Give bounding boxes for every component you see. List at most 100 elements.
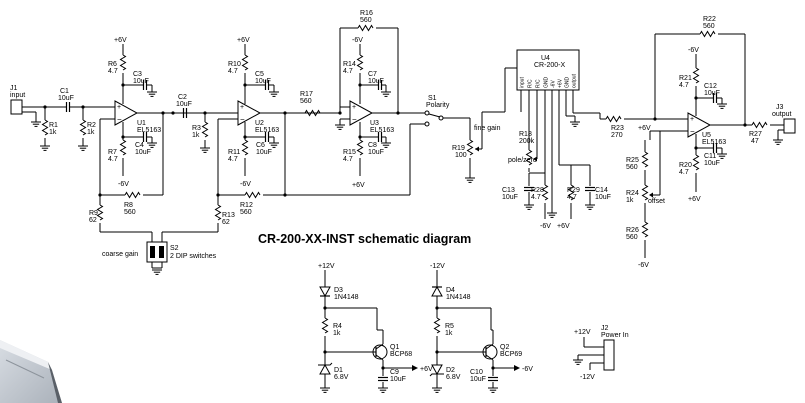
svg-text:R4: R4 [333, 323, 342, 330]
svg-text:-6V: -6V [638, 262, 649, 269]
svg-text:R29: R29 [567, 187, 580, 194]
svg-text:10uF: 10uF [255, 78, 271, 85]
svg-text:fine gain: fine gain [474, 125, 501, 132]
j1-label: input [10, 92, 25, 99]
r9-resistor: R9 62 [89, 195, 153, 242]
svg-text:1N4148: 1N4148 [334, 294, 359, 301]
r17-resistor: R17 560 [300, 91, 321, 116]
product-photo-fragment [0, 300, 70, 403]
svg-text:+6V: +6V [114, 37, 127, 44]
svg-text:EL5163: EL5163 [370, 127, 394, 134]
svg-text:R1: R1 [49, 122, 58, 129]
u4-pin-label: output [572, 73, 578, 88]
svg-text:R2: R2 [87, 122, 96, 129]
svg-text:Power In: Power In [601, 332, 629, 339]
svg-text:100: 100 [455, 152, 467, 159]
r18-pole-zero-pot: R18 200k pole/zero [508, 130, 538, 172]
svg-text:U5: U5 [702, 132, 711, 139]
svg-text:10uF: 10uF [595, 194, 611, 201]
diagram-title: CR-200-XX-INST schematic diagram [258, 232, 471, 246]
svg-text:270: 270 [611, 132, 623, 139]
svg-text:R22: R22 [703, 16, 716, 23]
svg-text:output: output [772, 111, 792, 118]
svg-text:4.7: 4.7 [567, 194, 577, 201]
svg-text:R28: R28 [531, 187, 544, 194]
svg-text:-6V: -6V [352, 37, 363, 44]
svg-text:10uF: 10uF [135, 149, 151, 156]
svg-text:560: 560 [626, 234, 638, 241]
svg-text:6.8V: 6.8V [446, 374, 461, 381]
svg-text:R9: R9 [89, 210, 98, 217]
svg-text:R6: R6 [108, 61, 117, 68]
svg-text:C5: C5 [255, 71, 264, 78]
u2-supply: +6V R10 4.7 C5 10uF R11 4.7 -6V C6 10uF [228, 37, 280, 188]
svg-text:1k: 1k [49, 129, 57, 136]
svg-text:10uF: 10uF [58, 95, 74, 102]
svg-text:1k: 1k [333, 330, 341, 337]
u3-opamp: U3 EL5163 [334, 100, 425, 134]
svg-text:R20: R20 [679, 162, 692, 169]
svg-text:560: 560 [124, 209, 136, 216]
svg-text:R27: R27 [749, 131, 762, 138]
svg-text:+6V: +6V [557, 223, 570, 230]
svg-text:560: 560 [240, 209, 252, 216]
svg-text:C10: C10 [470, 369, 483, 376]
svg-text:+12V: +12V [574, 329, 591, 336]
svg-text:1k: 1k [445, 330, 453, 337]
svg-text:4.7: 4.7 [228, 68, 238, 75]
j2-power-connector: +12V -12V J2 Power In [572, 325, 629, 381]
svg-text:10uF: 10uF [502, 194, 518, 201]
u5-opamp: U5 EL5163 [650, 112, 745, 146]
r8-feedback-resistor: R8 560 [98, 111, 165, 216]
svg-text:4.7: 4.7 [108, 156, 118, 163]
r12-feedback-resistor: R12 560 [216, 111, 287, 216]
svg-text:-6V: -6V [118, 181, 129, 188]
svg-text:C6: C6 [256, 142, 265, 149]
c1-capacitor: C1 10uF [58, 88, 115, 113]
svg-text:R10: R10 [228, 61, 241, 68]
svg-text:BCP68: BCP68 [390, 351, 412, 358]
svg-text:J2: J2 [601, 325, 609, 332]
svg-text:C3: C3 [133, 71, 142, 78]
svg-text:BCP69: BCP69 [500, 351, 522, 358]
s2-dip-switch: coarse gain S2 2 DIP switches [102, 241, 217, 275]
svg-text:4.7: 4.7 [679, 82, 689, 89]
svg-text:+12V: +12V [318, 263, 335, 270]
offset-network: +6V R25 560 R24 1k offset R26 560 -6V [626, 125, 665, 269]
svg-text:C14: C14 [595, 187, 608, 194]
r27-output-resistor: R27 47 [745, 122, 784, 145]
svg-text:10uF: 10uF [704, 160, 720, 167]
polarity-bypass-wire [283, 123, 425, 197]
svg-text:J3: J3 [776, 104, 784, 111]
svg-text:R7: R7 [108, 149, 117, 156]
svg-text:47: 47 [751, 138, 759, 145]
svg-text:C7: C7 [368, 71, 377, 78]
svg-text:EL5163: EL5163 [137, 127, 161, 134]
svg-text:560: 560 [703, 23, 715, 30]
u1-supply: +6V R6 4.7 C3 10uF R7 4.7 -6V C4 10uF [108, 37, 158, 188]
u4-pin-label: -6V [551, 80, 557, 88]
svg-text:R5: R5 [445, 323, 454, 330]
svg-text:4.7: 4.7 [108, 68, 118, 75]
svg-text:D2: D2 [446, 367, 455, 374]
svg-text:D4: D4 [446, 287, 455, 294]
svg-text:1k: 1k [87, 129, 95, 136]
u4-pin-label: R/C [528, 79, 534, 88]
svg-text:R19: R19 [452, 145, 465, 152]
svg-text:S1: S1 [428, 95, 437, 102]
svg-text:4.7: 4.7 [679, 169, 689, 176]
svg-text:R16: R16 [360, 10, 373, 17]
positive-regulator: +12V D3 1N4148 R4 1k D1 6.8V +6V Q1 [318, 263, 433, 393]
svg-text:pole/zero: pole/zero [508, 157, 537, 164]
svg-text:R12: R12 [240, 202, 253, 209]
j1-input-connector: J1 input [10, 85, 60, 127]
u1-opamp: U1 EL5163 [99, 100, 200, 195]
svg-text:-12V: -12V [580, 374, 595, 381]
svg-text:R13: R13 [222, 212, 235, 219]
r13-resistor: R13 62 [161, 195, 235, 242]
u2-opamp: U2 EL5163 [217, 100, 340, 195]
svg-text:R24: R24 [626, 190, 639, 197]
svg-text:-12V: -12V [430, 263, 445, 270]
svg-text:+6V: +6V [688, 196, 701, 203]
